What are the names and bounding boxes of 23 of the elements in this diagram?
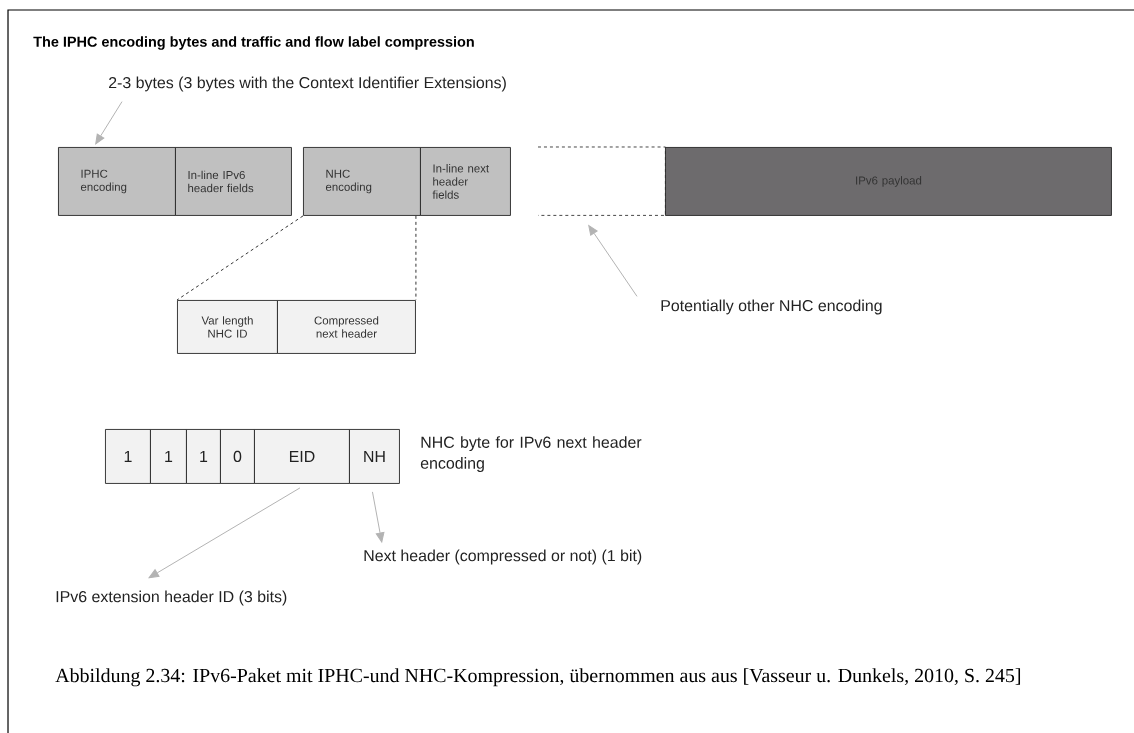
bit-field-cell: NH [349, 429, 400, 484]
field-box: NHC encoding [303, 147, 421, 216]
annotation-text: Next header (compressed or not) (1 bit) [364, 549, 642, 565]
annotation-text: Potentially other NHC encoding [661, 299, 882, 315]
expansion-line [176, 215, 304, 301]
field-box: Var length NHC ID [177, 300, 278, 354]
bit-cell: 0 [220, 429, 255, 484]
leader-arrow [588, 225, 638, 297]
annotation-text: NHC byte for IPv6 next header encoding [420, 436, 642, 472]
title: The IPHC encoding bytes and traffic and flow label compression [33, 36, 474, 50]
annotation-text: IPv6 extension header ID (3 bits) [56, 590, 287, 606]
bit-cell: 1 [186, 429, 221, 484]
bit-cell: 1 [105, 429, 151, 484]
leader-arrow [371, 491, 385, 543]
leader-arrow [95, 101, 123, 145]
bit-cell: 1 [150, 429, 187, 484]
field-box: In-line next header fields [420, 147, 511, 216]
field-box: IPHC encoding [58, 147, 176, 216]
caption: Abbildung 2.34: IPv6-Paket mit IPHC-und NHC-Kompression, übernommen aus aus [Vasseur u. Dunkels, 2010, S. 245] [55, 668, 1020, 687]
annotation-text: 2-3 bytes (3 bytes with the Context Identifier Extensions) [109, 76, 506, 92]
leader-arrow [148, 487, 301, 579]
field-box: In-line IPv6 header fields [175, 147, 292, 216]
field-box: Compressed next header [277, 300, 416, 354]
